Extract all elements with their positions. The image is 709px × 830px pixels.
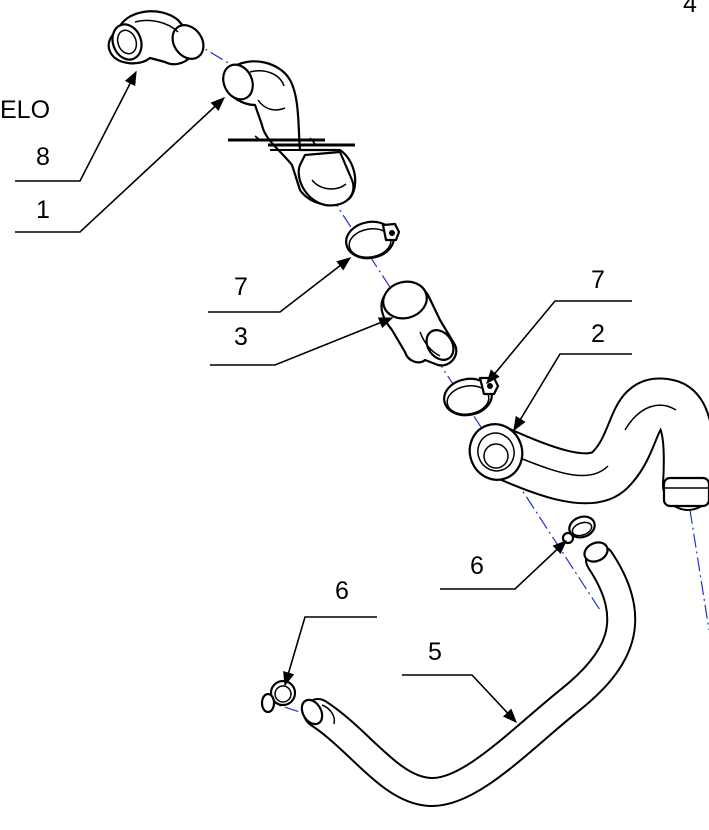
part-number-7-lower: 7 [591,266,605,294]
part-number-6-right: 6 [470,552,484,580]
part-number-1: 1 [36,196,50,224]
part-number-5: 5 [428,638,442,666]
leader-lines [15,70,632,724]
part-3-tee-piece [380,280,458,367]
part-number-7-upper: 7 [234,273,248,301]
part-5-long-hose [300,541,637,807]
part-6-right-small-clamp [561,515,596,545]
part-2-main-hose [468,377,709,511]
elo-label: ELO [0,96,50,124]
part-number-6-left: 6 [335,577,349,605]
part-labels: 4 ELO 8 1 7 3 7 2 6 6 5 [0,0,697,666]
part-1-flanged-elbow [222,60,357,207]
corner-sheet-number: 4 [683,0,697,18]
part-7-lower-hose-clamp [443,376,500,417]
part-number-2: 2 [591,320,605,348]
part-number-8: 8 [36,143,50,171]
part-6-left-small-clamp [260,679,297,714]
part-8-elbow-fitting [107,10,205,66]
part-number-3: 3 [234,323,248,351]
part-7-upper-hose-clamp [345,220,401,260]
